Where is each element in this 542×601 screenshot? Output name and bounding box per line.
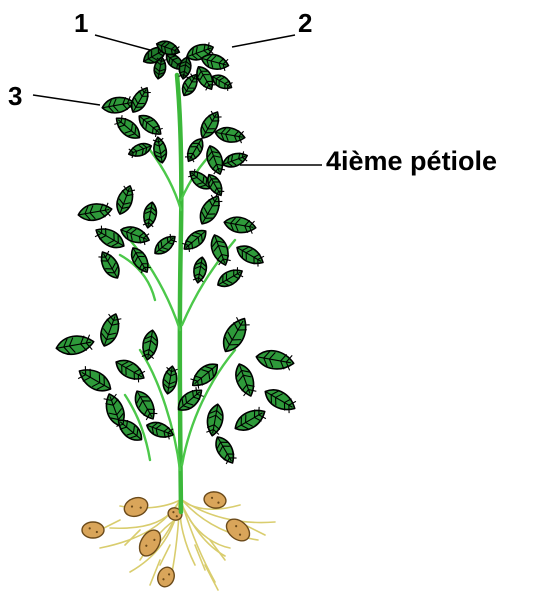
leaf <box>223 215 257 235</box>
tuber-body <box>122 494 151 519</box>
leaf <box>55 333 96 357</box>
leaf <box>151 232 179 258</box>
leaf <box>214 125 246 144</box>
root <box>205 565 218 590</box>
root <box>160 545 170 565</box>
tuber-eye <box>96 531 98 533</box>
label-2: 2 <box>298 10 312 36</box>
leader-line-2 <box>232 35 295 47</box>
leaf <box>131 387 160 422</box>
leaf <box>211 433 238 466</box>
leaf <box>92 224 127 253</box>
leaf <box>207 232 232 267</box>
label-4-petiole: 4ième pétiole <box>326 148 497 175</box>
leaf <box>101 95 135 115</box>
leaf <box>180 226 210 254</box>
leaf <box>215 265 246 290</box>
tuber <box>203 490 227 510</box>
leaf <box>97 311 124 348</box>
leaf <box>210 72 235 93</box>
leaf <box>231 405 268 436</box>
leaf <box>203 143 226 176</box>
leaf <box>255 348 296 372</box>
label-3: 3 <box>8 83 22 109</box>
root <box>182 500 275 523</box>
leaf <box>127 141 153 160</box>
tuber-body <box>203 490 227 510</box>
leaf <box>140 329 159 361</box>
leaf <box>261 385 298 416</box>
leaves <box>55 38 299 466</box>
leaf <box>152 136 169 164</box>
tuber <box>155 565 177 589</box>
leaf <box>77 201 113 223</box>
leaf <box>161 365 179 395</box>
leaf <box>221 150 250 170</box>
leaf <box>205 403 225 437</box>
tuber-body <box>155 565 177 589</box>
root <box>125 530 140 545</box>
leaf <box>142 201 159 229</box>
leader-line-3 <box>33 95 100 105</box>
leader-line-1 <box>95 35 150 50</box>
root <box>195 545 205 570</box>
leaf <box>196 192 225 227</box>
leaf <box>113 183 136 216</box>
tuber-body <box>82 522 104 538</box>
leaf <box>112 356 147 385</box>
leaf <box>233 241 266 268</box>
leaf <box>96 248 123 281</box>
tuber <box>82 522 104 538</box>
leaf <box>183 136 207 165</box>
leaf <box>75 364 115 397</box>
root <box>210 540 225 560</box>
main-stem <box>177 75 181 512</box>
tuber <box>122 494 151 519</box>
leaf <box>232 361 259 398</box>
label-1: 1 <box>74 10 88 36</box>
tuber-eye <box>89 527 91 529</box>
